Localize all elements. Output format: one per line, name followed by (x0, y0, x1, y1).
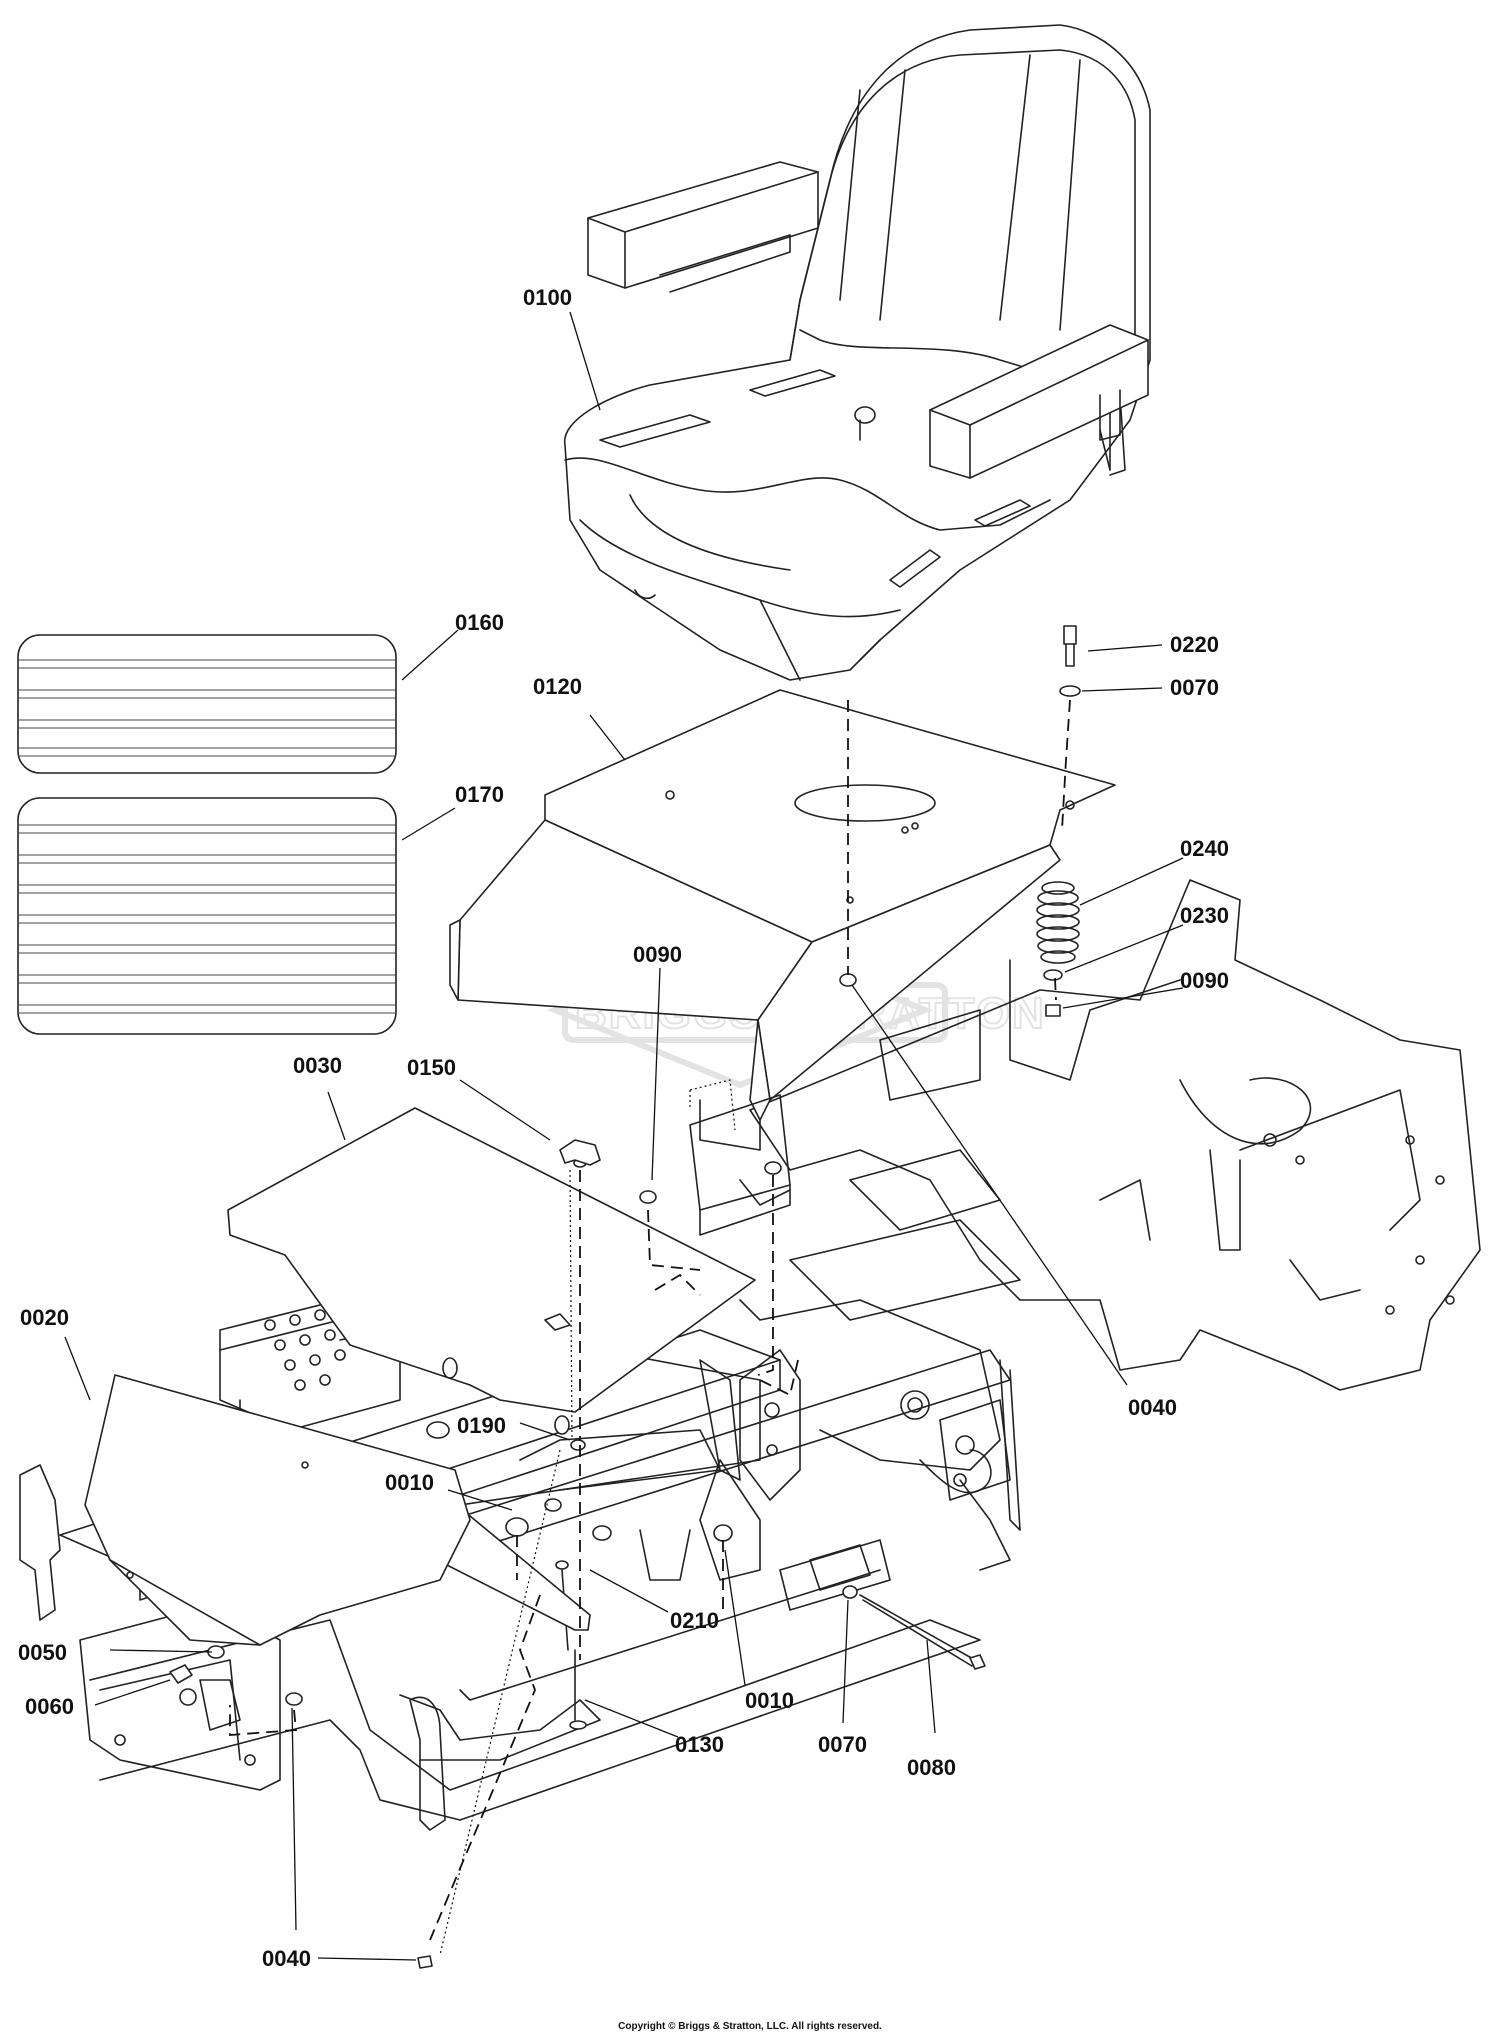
callout-0220: 0220 (1170, 632, 1219, 657)
callout-0090-left: 0090 (633, 942, 682, 967)
callout-0230: 0230 (1180, 903, 1229, 928)
spring-0240 (1036, 881, 1080, 964)
armrest-left (587, 161, 819, 293)
leader-lines (64, 311, 1184, 1961)
cover-plate-0030 (227, 1107, 756, 1413)
callout-0050: 0050 (18, 1640, 67, 1665)
decal-0160 (17, 634, 397, 774)
callout-0170: 0170 (455, 782, 504, 807)
callout-0090-right: 0090 (1180, 968, 1229, 993)
armrest-right (929, 324, 1149, 479)
callout-0120: 0120 (533, 674, 582, 699)
seat-0100 (564, 24, 1151, 681)
bracket-0020 (84, 1374, 471, 1646)
callout-0030: 0030 (293, 1053, 342, 1078)
callout-0150: 0150 (407, 1055, 456, 1080)
callout-0040-bottom: 0040 (262, 1946, 311, 1971)
callout-0040-right: 0040 (1128, 1395, 1177, 1420)
callout-0010-right: 0010 (745, 1688, 794, 1713)
callout-0190: 0190 (457, 1413, 506, 1438)
callout-labels: 0100 0160 0120 0220 0070 0170 0240 0230 … (18, 285, 1229, 1971)
callout-0070-top: 0070 (1170, 675, 1219, 700)
callout-0080: 0080 (907, 1755, 956, 1780)
callout-0070-bottom: 0070 (818, 1732, 867, 1757)
callout-0060: 0060 (25, 1694, 74, 1719)
seat-hinge-plate (689, 1094, 791, 1236)
callout-0020: 0020 (20, 1305, 69, 1330)
seat-pan-0120 (449, 689, 1116, 1121)
callout-0210: 0210 (670, 1608, 719, 1633)
assembly-lines (229, 699, 1071, 1956)
callout-0100: 0100 (523, 285, 572, 310)
callout-0240: 0240 (1180, 836, 1229, 861)
copyright-text: Copyright © Briggs & Stratton, LLC. All … (618, 2021, 882, 2032)
callout-0010-left: 0010 (385, 1470, 434, 1495)
callout-0130: 0130 (675, 1732, 724, 1757)
mower-frame (699, 879, 1481, 1571)
decal-0170 (17, 797, 397, 1035)
callout-0160: 0160 (455, 610, 504, 635)
